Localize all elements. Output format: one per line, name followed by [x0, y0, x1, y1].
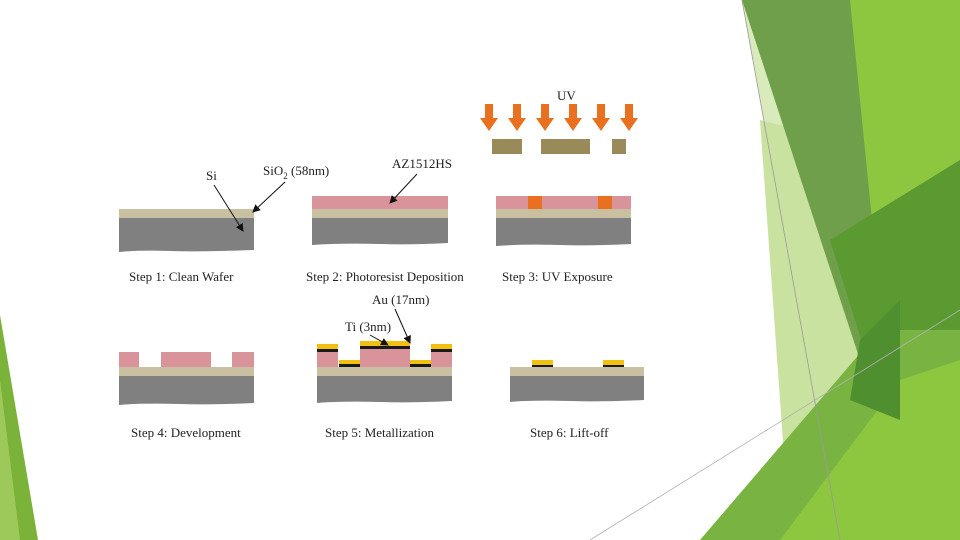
exposed-resist-region	[528, 196, 542, 209]
photoresist-pointer-arrow	[389, 173, 418, 204]
ti-film	[317, 349, 338, 352]
au-film	[431, 344, 452, 349]
mask-block	[492, 139, 522, 154]
bottom-shard-bright	[780, 360, 960, 540]
step5-wafer	[317, 341, 452, 403]
au-film	[339, 360, 360, 364]
resist-pattern	[161, 352, 211, 367]
resist-pattern	[431, 352, 452, 367]
au-film	[603, 360, 624, 365]
thin-crossing-line	[589, 309, 960, 540]
bottom-shard-deep	[850, 300, 900, 420]
resist-pattern	[317, 352, 338, 367]
silicon-substrate	[119, 376, 254, 405]
resist-pattern	[232, 352, 254, 367]
photoresist-layer	[312, 196, 448, 209]
step3-caption: Step 3: UV Exposure	[502, 269, 613, 284]
sio2-layer	[119, 209, 254, 218]
photoresist-label: AZ1512HS	[392, 156, 452, 171]
uv-arrow-4	[564, 104, 582, 131]
step4-wafer	[119, 352, 254, 405]
step5-caption: Step 5: Metallization	[325, 425, 435, 440]
au-film	[532, 360, 553, 365]
photomask	[492, 139, 626, 154]
exposed-resist-region	[598, 196, 612, 209]
uv-arrow-6	[620, 104, 638, 131]
ti-film	[410, 364, 431, 367]
uv-arrow-1	[480, 104, 498, 131]
step2-caption: Step 2: Photoresist Deposition	[306, 269, 464, 284]
sio2-layer	[510, 367, 644, 376]
step6-caption: Step 6: Lift-off	[530, 425, 609, 440]
silicon-substrate	[119, 218, 254, 252]
sio2-layer	[312, 209, 448, 218]
ti-film	[431, 349, 452, 352]
si-label: Si	[206, 168, 217, 183]
ti-film	[603, 365, 624, 367]
ti-pointer-arrow	[369, 334, 389, 346]
resist-pattern	[119, 352, 139, 367]
au-film	[410, 360, 431, 364]
left-green-shard-light	[0, 380, 20, 540]
au-label: Au (17nm)	[372, 292, 429, 307]
sio2-pointer-arrow	[252, 181, 286, 213]
si-pointer-arrow	[213, 184, 244, 232]
step1-caption: Step 1: Clean Wafer	[129, 269, 234, 284]
sio2-label: SiO2 (58nm)	[263, 163, 329, 181]
thin-diagonal-line	[741, 0, 841, 540]
step1-wafer	[119, 209, 254, 252]
au-pointer-arrow	[394, 308, 411, 344]
uv-label: UV	[557, 88, 576, 103]
sio2-layer	[496, 209, 631, 218]
uv-arrow-3	[536, 104, 554, 131]
step2-wafer	[312, 196, 448, 245]
sio2-layer	[119, 367, 254, 376]
silicon-substrate	[312, 218, 448, 245]
ti-film	[360, 346, 410, 349]
resist-pattern	[360, 348, 410, 367]
uv-arrows	[480, 104, 638, 131]
au-film	[317, 344, 338, 349]
ti-film	[339, 364, 360, 367]
uv-arrow-5	[592, 104, 610, 131]
step3-wafer	[496, 196, 631, 246]
silicon-substrate	[496, 218, 631, 246]
step6-wafer	[510, 360, 644, 402]
silicon-substrate	[317, 376, 452, 403]
ti-label: Ti (3nm)	[345, 319, 391, 334]
step4-caption: Step 4: Development	[131, 425, 241, 440]
mask-block	[541, 139, 590, 154]
sio2-layer	[317, 367, 452, 376]
uv-arrow-2	[508, 104, 526, 131]
mask-block	[612, 139, 626, 154]
silicon-substrate	[510, 376, 644, 402]
ti-film	[532, 365, 553, 367]
